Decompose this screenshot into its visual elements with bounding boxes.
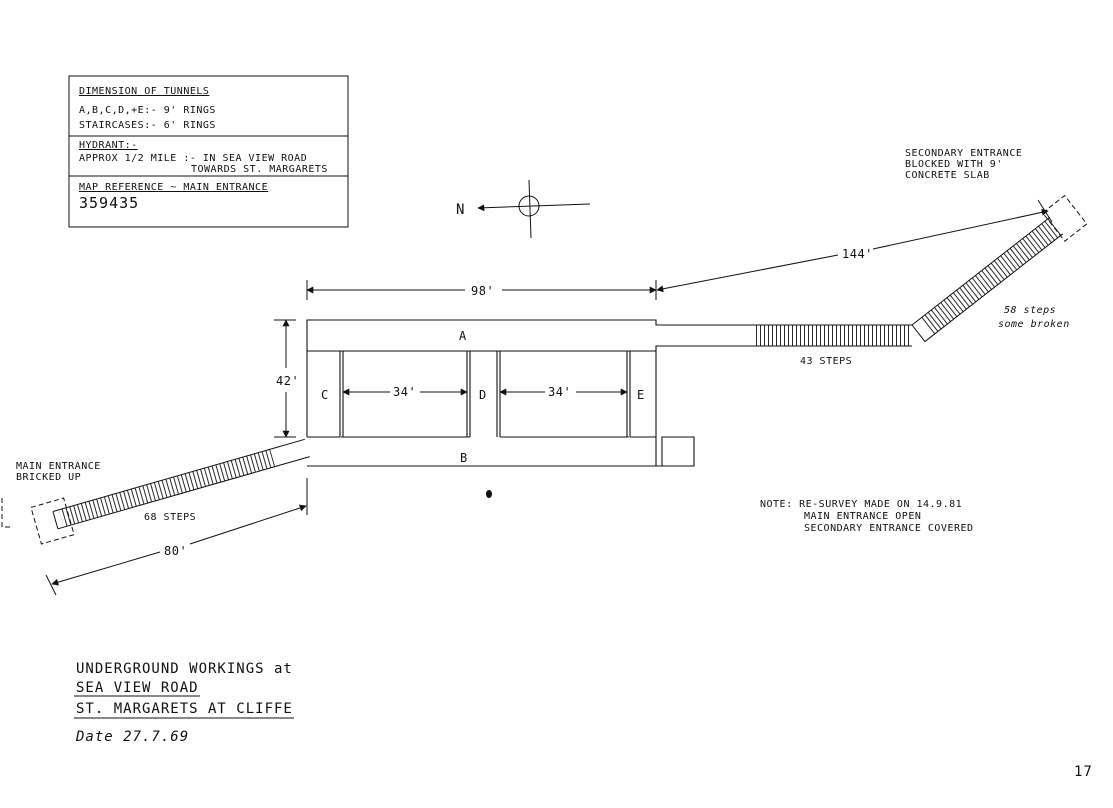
staircase-43 <box>755 324 912 347</box>
page-number: 17 <box>1074 764 1093 780</box>
stair-treads <box>919 217 1063 336</box>
title-line: ST. MARGARETS AT CLIFFE <box>76 701 293 717</box>
tunnel-outline <box>306 319 755 437</box>
title-line: UNDERGROUND WORKINGS at <box>76 661 293 677</box>
main-entrance-dash <box>1 498 10 528</box>
hydrant-heading: HYDRANT:- <box>79 140 138 151</box>
stair-treads <box>58 449 276 528</box>
hydrant-line: TOWARDS ST. MARGARETS <box>191 164 328 175</box>
ink-mark <box>486 490 492 498</box>
staircases-rings-line: STAIRCASES:- 6' RINGS <box>79 120 216 131</box>
dim-80-line <box>189 504 307 545</box>
secondary-entrance-label: BLOCKED WITH 9' <box>905 159 1003 170</box>
dim-42-label: 42' <box>276 374 299 388</box>
dim-34-right-label: 34' <box>548 385 571 399</box>
tunnel-label-b: B <box>460 451 468 465</box>
secondary-entrance-label: CONCRETE SLAB <box>905 170 990 181</box>
dim-144-line <box>872 208 1049 250</box>
main-entrance-label: BRICKED UP <box>16 472 81 483</box>
tunnel-outline <box>655 345 755 467</box>
note-line: NOTE: RE-SURVEY MADE ON 14.9.81 <box>760 499 962 510</box>
stair-treads <box>755 325 910 346</box>
steps-68-label: 68 STEPS <box>144 512 196 523</box>
tunnel-label-a: A <box>459 329 467 343</box>
dim-34-left-label: 34' <box>393 385 416 399</box>
staircase-68 <box>30 438 310 545</box>
info-box-border <box>68 75 349 228</box>
compass-line <box>528 179 532 239</box>
main-entrance-label: MAIN ENTRANCE <box>16 461 101 472</box>
tunnel-stub <box>661 436 695 467</box>
dim-80-label: 80' <box>164 544 187 558</box>
tunnels-heading: DIMENSION OF TUNNELS <box>79 86 209 97</box>
tunnels-rings-line: A,B,C,D,+E:- 9' RINGS <box>79 105 216 116</box>
tunnel-label-c: C <box>321 388 329 402</box>
tunnel-structure <box>306 319 755 467</box>
tunnel-label-d: D <box>479 388 487 402</box>
map-ref-value: 359435 <box>79 194 139 212</box>
dim-144-line <box>656 254 839 293</box>
hydrant-line: APPROX 1/2 MILE :- IN SEA VIEW ROAD <box>79 153 307 164</box>
title-date: Date 27.7.69 <box>75 729 189 745</box>
dim-98-label: 98' <box>471 284 494 298</box>
north-label: N <box>456 202 465 218</box>
dim-144-label: 144' <box>842 247 873 261</box>
steps-43-label: 43 STEPS <box>800 356 852 367</box>
dimension-lines <box>45 199 1053 596</box>
note-line: MAIN ENTRANCE OPEN <box>804 511 921 522</box>
tunnel-label-e: E <box>637 388 645 402</box>
dim-80-line <box>51 551 161 586</box>
steps-58-label: 58 steps <box>1004 305 1056 316</box>
title-line: SEA VIEW ROAD <box>76 680 199 696</box>
info-box <box>68 75 349 228</box>
steps-58-label: some broken <box>998 319 1070 330</box>
dim-tick <box>45 574 57 596</box>
north-arrow <box>477 203 591 212</box>
secondary-entrance-label: SECONDARY ENTRANCE <box>905 148 1022 159</box>
staircase-58 <box>911 194 1088 342</box>
compass <box>477 179 591 239</box>
map-ref-heading: MAP REFERENCE ~ MAIN ENTRANCE <box>79 182 268 193</box>
note-line: SECONDARY ENTRANCE COVERED <box>804 523 974 534</box>
